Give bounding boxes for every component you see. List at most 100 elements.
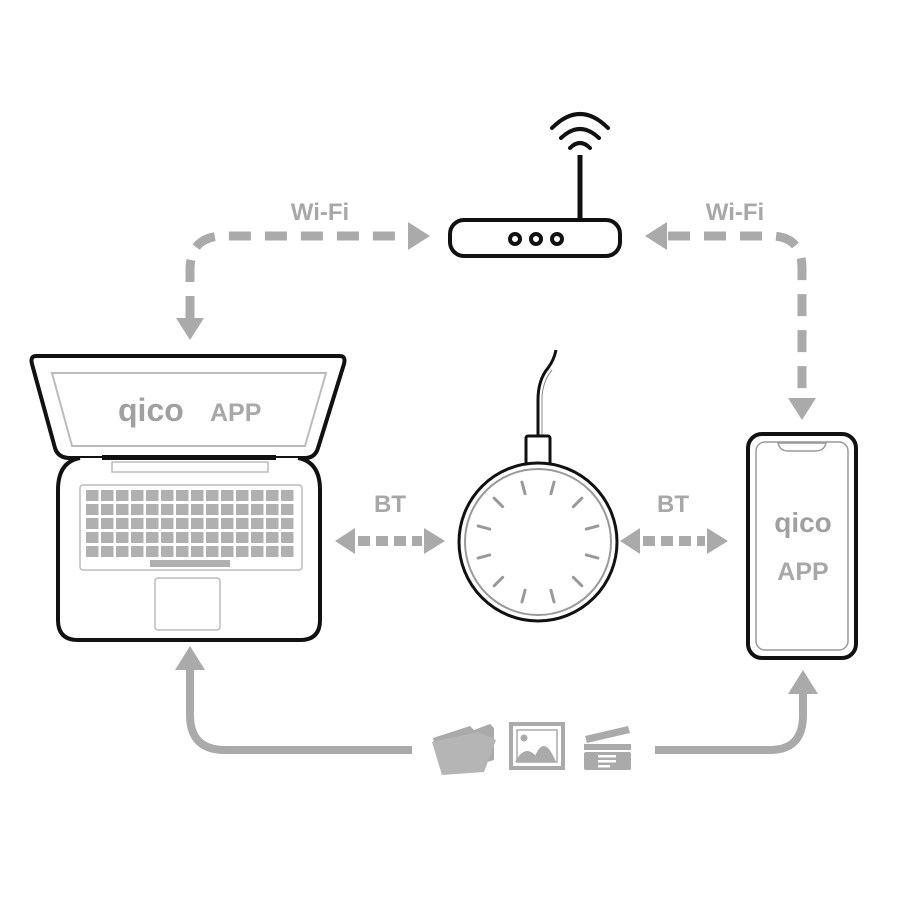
keyboard-key bbox=[206, 546, 219, 557]
keyboard-key bbox=[266, 518, 279, 529]
keyboard-key bbox=[161, 546, 174, 557]
keyboard-key bbox=[116, 546, 129, 557]
bt-label-right: BT bbox=[657, 491, 689, 518]
keyboard-key bbox=[146, 490, 159, 501]
laptop: qico APP bbox=[29, 354, 347, 642]
keyboard-key bbox=[266, 546, 279, 557]
keyboard-key bbox=[86, 518, 99, 529]
arrow-head-icon bbox=[408, 222, 430, 250]
arrow-head-icon bbox=[175, 646, 205, 670]
keyboard-key bbox=[101, 532, 114, 543]
image-icon bbox=[509, 722, 565, 770]
keyboard-key bbox=[191, 546, 204, 557]
keyboard-key bbox=[236, 518, 249, 529]
wifi-signal-icon bbox=[550, 112, 610, 150]
keyboard-key bbox=[206, 504, 219, 515]
keyboard-key bbox=[116, 504, 129, 515]
keyboard-key bbox=[221, 546, 234, 557]
pad-tick bbox=[520, 480, 527, 496]
keyboard-key bbox=[236, 546, 249, 557]
keyboard-key bbox=[116, 532, 129, 543]
keyboard-key bbox=[131, 490, 144, 501]
bt-label-left: BT bbox=[374, 491, 406, 518]
keyboard-key bbox=[131, 546, 144, 557]
smartphone: qico APP bbox=[746, 432, 858, 660]
keyboard-key bbox=[251, 532, 264, 543]
bt-link-left bbox=[335, 528, 445, 554]
pad-tick bbox=[476, 524, 492, 531]
keyboard-key bbox=[221, 518, 234, 529]
arrow-head-icon bbox=[788, 670, 818, 694]
wifi-label-right: Wi-Fi bbox=[706, 199, 764, 226]
keyboard-key bbox=[116, 518, 129, 529]
keyboard-key bbox=[251, 504, 264, 515]
arrow-head-icon bbox=[645, 222, 667, 250]
wifi-label-left: Wi-Fi bbox=[291, 199, 349, 226]
keyboard-key bbox=[281, 518, 294, 529]
arrow-head-icon bbox=[176, 318, 204, 340]
laptop-logo: qico bbox=[118, 392, 184, 428]
pad-tick bbox=[549, 588, 556, 604]
keyboard-key bbox=[221, 490, 234, 501]
keyboard-key bbox=[101, 546, 114, 557]
keyboard-key bbox=[146, 532, 159, 543]
pad-tick bbox=[492, 575, 505, 588]
keyboard-key bbox=[101, 504, 114, 515]
arrow-head-icon bbox=[788, 398, 816, 420]
keyboard-key bbox=[266, 532, 279, 543]
keyboard-key bbox=[176, 546, 189, 557]
pad-tick bbox=[492, 496, 505, 509]
keyboard-key bbox=[206, 518, 219, 529]
keyboard-key bbox=[191, 504, 204, 515]
keyboard-key bbox=[236, 532, 249, 543]
keyboard-key bbox=[251, 518, 264, 529]
keyboard-key bbox=[176, 504, 189, 515]
file-transfer-link bbox=[186, 668, 807, 754]
keyboard-key bbox=[161, 532, 174, 543]
pad-tick bbox=[584, 553, 600, 560]
keyboard-key bbox=[236, 490, 249, 501]
keyboard-key bbox=[176, 490, 189, 501]
pad-tick bbox=[549, 480, 556, 496]
keyboard-key bbox=[221, 532, 234, 543]
keyboard-key bbox=[281, 490, 294, 501]
keyboard-key bbox=[101, 490, 114, 501]
phone-app-label: APP bbox=[777, 558, 828, 586]
keyboard-key bbox=[101, 518, 114, 529]
keyboard-key bbox=[251, 490, 264, 501]
wifi-link-left bbox=[185, 231, 410, 318]
keyboard-key bbox=[131, 532, 144, 543]
laptop-app-label: APP bbox=[210, 399, 261, 427]
keyboard-key bbox=[131, 518, 144, 529]
video-clapper-icon bbox=[584, 726, 631, 770]
keyboard bbox=[86, 490, 294, 567]
bt-link-right bbox=[620, 528, 728, 554]
keyboard-key bbox=[236, 504, 249, 515]
keyboard-key bbox=[86, 546, 99, 557]
keyboard-key bbox=[161, 504, 174, 515]
keyboard-key bbox=[161, 490, 174, 501]
pad-tick bbox=[476, 553, 492, 560]
keyboard-key bbox=[161, 518, 174, 529]
keyboard-key bbox=[176, 532, 189, 543]
keyboard-key bbox=[146, 504, 159, 515]
keyboard-key bbox=[191, 518, 204, 529]
keyboard-key bbox=[86, 532, 99, 543]
keyboard-key bbox=[191, 532, 204, 543]
keyboard-key bbox=[176, 518, 189, 529]
pad-tick bbox=[520, 588, 527, 604]
keyboard-key bbox=[116, 490, 129, 501]
wifi-link-right bbox=[668, 231, 807, 398]
keyboard-key bbox=[206, 532, 219, 543]
trackpad bbox=[154, 577, 221, 631]
keyboard-key bbox=[146, 518, 159, 529]
keyboard-spacebar bbox=[150, 560, 230, 567]
keyboard-key bbox=[146, 546, 159, 557]
keyboard-key bbox=[281, 546, 294, 557]
phone-logo: qico bbox=[774, 507, 832, 538]
keyboard-key bbox=[266, 504, 279, 515]
keyboard-key bbox=[191, 490, 204, 501]
pad-tick bbox=[584, 524, 600, 531]
